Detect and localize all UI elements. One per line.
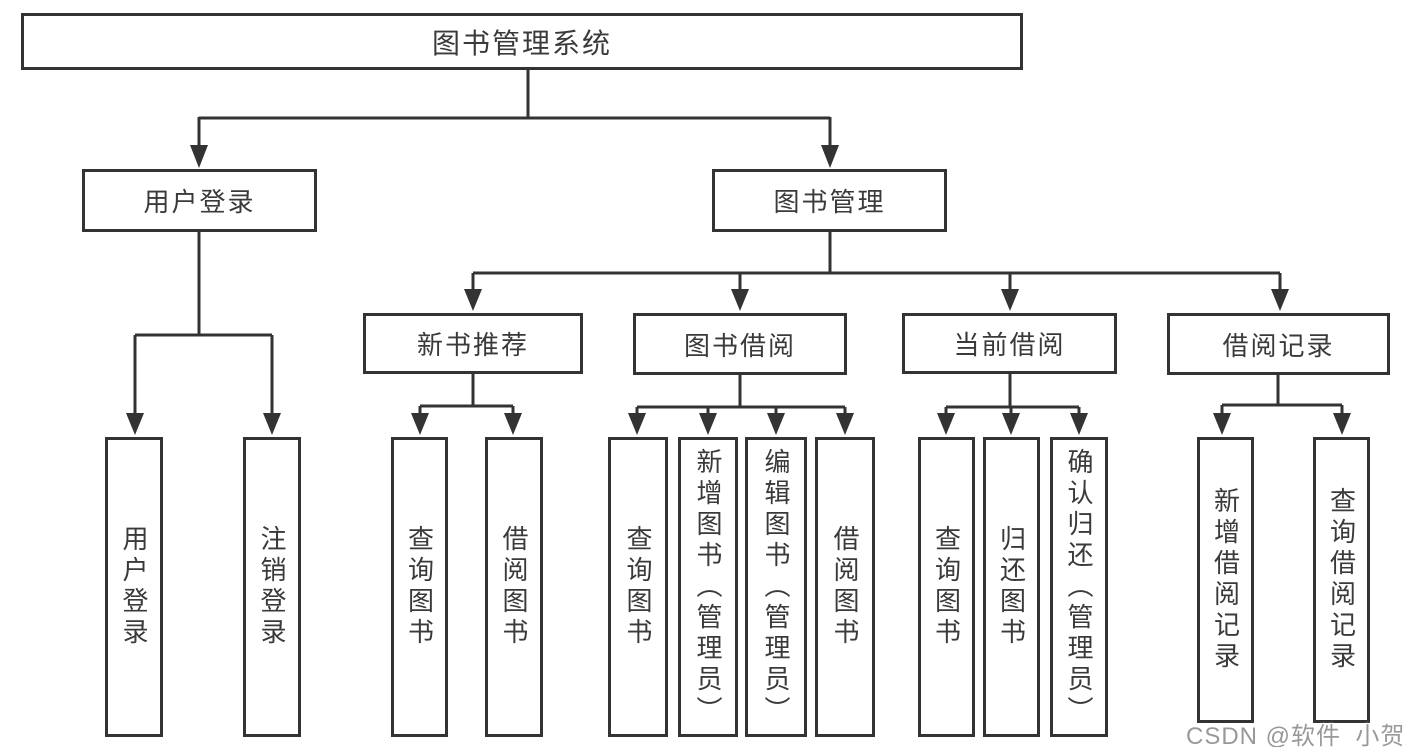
leaf-query-books: 查询图书 bbox=[391, 437, 448, 737]
node-library-management-system: 图书管理系统 bbox=[21, 13, 1023, 70]
leaf-borrow-books: 借阅图书 bbox=[485, 437, 543, 737]
node-label: 新书推荐 bbox=[416, 330, 529, 360]
node-borrow-records: 借阅记录 bbox=[1167, 313, 1390, 375]
leaf-label: 新增借阅记录 bbox=[1210, 487, 1241, 673]
leaf-return-books: 归还图书 bbox=[983, 437, 1040, 737]
node-book-borrow: 图书借阅 bbox=[633, 313, 847, 375]
leaf-label: 注销登录 bbox=[257, 525, 287, 649]
leaf-label: 借阅图书 bbox=[830, 525, 860, 649]
leaf-user-login: 用户登录 bbox=[105, 437, 163, 737]
leaf-label: 用户登录 bbox=[119, 525, 149, 649]
arrowhead-icons bbox=[126, 145, 1351, 435]
node-new-book-recommend: 新书推荐 bbox=[363, 313, 583, 374]
leaf-label: 确认归还（管理员） bbox=[1064, 447, 1094, 727]
leaf-label: 归还图书 bbox=[996, 525, 1027, 649]
leaf-label: 编辑图书（管理员） bbox=[761, 447, 791, 727]
leaf-add-books-admin: 新增图书（管理员） bbox=[678, 437, 738, 737]
node-label: 图书借阅 bbox=[683, 330, 796, 361]
node-label: 图书管理系统 bbox=[431, 27, 612, 59]
csdn-watermark: CSDN @软件_小贺同学 bbox=[1186, 723, 1405, 747]
node-label: 用户登录 bbox=[143, 187, 256, 217]
leaf-edit-books-admin: 编辑图书（管理员） bbox=[745, 437, 807, 737]
node-label: 当前借阅 bbox=[953, 330, 1066, 360]
leaf-label: 新增图书（管理员） bbox=[693, 447, 723, 727]
leaf-label: 查询图书 bbox=[404, 525, 435, 649]
leaf-borrow-books-2: 借阅图书 bbox=[815, 437, 875, 737]
node-label: 图书管理 bbox=[773, 187, 886, 217]
leaf-label: 借阅图书 bbox=[499, 525, 529, 649]
leaf-query-books-2: 查询图书 bbox=[608, 437, 668, 737]
node-user-login: 用户登录 bbox=[82, 169, 317, 232]
leaf-confirm-return-admin: 确认归还（管理员） bbox=[1050, 437, 1108, 737]
leaf-label: 查询图书 bbox=[931, 525, 962, 649]
leaf-query-books-3: 查询图书 bbox=[918, 437, 975, 737]
leaf-logout: 注销登录 bbox=[243, 437, 301, 737]
leaf-label: 查询图书 bbox=[623, 525, 653, 649]
leaf-label: 查询借阅记录 bbox=[1326, 487, 1357, 673]
node-book-management: 图书管理 bbox=[712, 169, 947, 232]
leaf-add-borrow-record: 新增借阅记录 bbox=[1197, 437, 1254, 723]
leaf-query-borrow-record: 查询借阅记录 bbox=[1313, 437, 1370, 723]
node-label: 借阅记录 bbox=[1222, 330, 1335, 361]
node-current-borrow: 当前借阅 bbox=[902, 313, 1117, 374]
